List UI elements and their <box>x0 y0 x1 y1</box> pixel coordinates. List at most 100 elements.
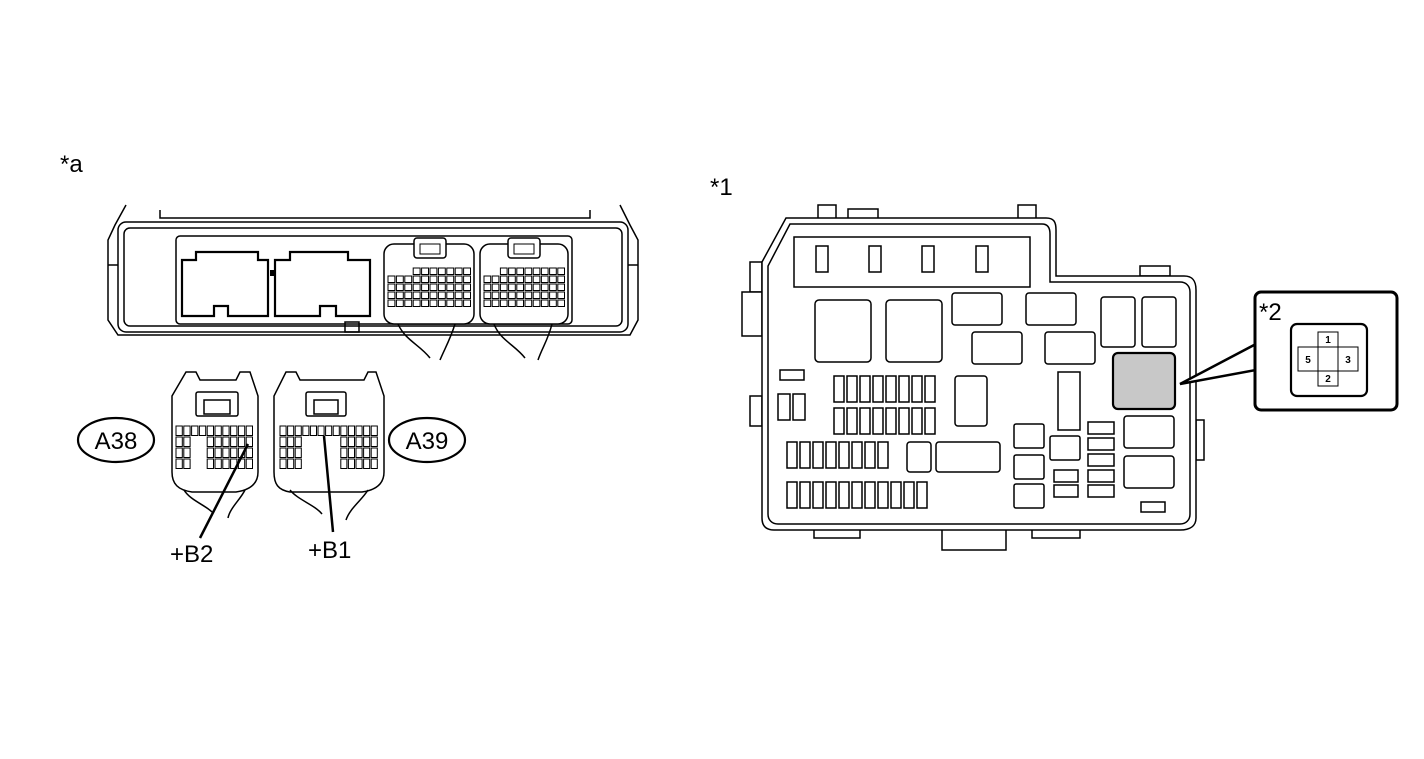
connector-pin <box>370 436 378 447</box>
fuse-slot <box>833 375 845 403</box>
fuse-slot <box>786 441 798 469</box>
connector-pin <box>287 436 295 447</box>
connector-pin <box>287 447 295 458</box>
relay-pin-3: 3 <box>1345 355 1351 366</box>
connector-pin <box>355 458 363 469</box>
connector-pin <box>463 299 472 307</box>
fuse-slot <box>859 407 871 435</box>
connector-pin <box>230 425 238 436</box>
connector-pin <box>387 291 396 299</box>
connector-pin <box>279 447 287 458</box>
connector-pin <box>524 267 533 275</box>
fuse-slot <box>859 375 871 403</box>
connector-pin <box>437 291 446 299</box>
connector-pin <box>237 425 246 436</box>
connector-pin <box>549 291 557 299</box>
connector-pin <box>245 458 253 469</box>
connector-pin <box>491 283 500 291</box>
fuse-slot <box>786 481 798 509</box>
connector-pin <box>294 436 302 447</box>
fuse-slot <box>924 375 936 403</box>
connector-pin <box>549 299 557 307</box>
fuse-slot <box>846 375 858 403</box>
connector-pin <box>222 436 230 447</box>
connector-pin <box>429 267 438 275</box>
connector-pin <box>532 267 541 275</box>
connector-pin <box>532 299 541 307</box>
connector-pin <box>198 425 207 436</box>
fuse-slot <box>916 481 928 509</box>
connector-pin <box>524 299 533 307</box>
fuse-slot <box>838 441 850 469</box>
connector-pin <box>404 283 413 291</box>
connector-pin <box>483 275 492 283</box>
connector-pin <box>508 299 516 307</box>
connector-pin <box>499 283 508 291</box>
fuse-slot <box>812 481 824 509</box>
connector-pin <box>454 291 463 299</box>
connector-pin <box>183 458 191 469</box>
terminal-b1-label: +B1 <box>308 537 351 564</box>
fuse-slot <box>838 481 850 509</box>
connector-pin <box>206 425 214 436</box>
connector-pin <box>214 458 222 469</box>
connector-pin <box>183 447 191 458</box>
connector-pin <box>412 283 421 291</box>
connector-pin <box>446 291 455 299</box>
relay-pin-detail: *2 1 5 3 2 <box>1253 290 1399 412</box>
fuse-slot <box>799 481 811 509</box>
connector-pin <box>540 283 549 291</box>
fuse-slot <box>885 375 897 403</box>
connector-pin <box>206 447 214 458</box>
connector-pin <box>549 275 557 283</box>
connector-pin <box>463 275 472 283</box>
connector-pin <box>532 283 541 291</box>
connector-pin <box>454 283 463 291</box>
connector-pin <box>370 458 378 469</box>
connector-pin <box>237 436 246 447</box>
connector-pin <box>279 458 287 469</box>
fuse-slot <box>864 441 876 469</box>
connector-pin <box>214 436 222 447</box>
connector-pin <box>395 299 404 307</box>
connector-pin <box>317 425 325 436</box>
connector-pin <box>287 458 295 469</box>
connector-pin <box>340 458 348 469</box>
connector-pin <box>340 425 348 436</box>
connector-pin <box>557 299 565 307</box>
connector-pin <box>516 283 524 291</box>
connector-pin <box>412 299 421 307</box>
connector-pin <box>340 436 348 447</box>
connector-pin <box>437 299 446 307</box>
connector-pin <box>294 458 302 469</box>
connector-pin <box>516 291 524 299</box>
junction-block <box>741 204 1205 551</box>
connector-pin <box>491 299 500 307</box>
connector-pin <box>214 447 222 458</box>
connector-pin <box>245 436 253 447</box>
connector-pin <box>395 275 404 283</box>
connector-pin <box>540 267 549 275</box>
fuse-slot <box>799 441 811 469</box>
connector-pin <box>347 458 355 469</box>
connector-pin <box>557 283 565 291</box>
connector-pin <box>463 267 472 275</box>
connector-pin <box>363 447 371 458</box>
connector-pin <box>508 275 516 283</box>
connector-pin <box>508 291 516 299</box>
connector-pin <box>245 425 253 436</box>
connector-pin <box>206 458 214 469</box>
fuse-slot <box>825 481 837 509</box>
connector-pin <box>463 291 472 299</box>
connector-pin <box>355 447 363 458</box>
connector-pin <box>540 275 549 283</box>
connector-pin <box>421 275 430 283</box>
connector-pin <box>429 299 438 307</box>
connector-pin <box>183 436 191 447</box>
connector-pin <box>347 425 355 436</box>
connector-pin <box>454 275 463 283</box>
connector-pin <box>516 267 524 275</box>
connector-pin <box>332 425 340 436</box>
connector-pin <box>340 447 348 458</box>
connector-pin <box>499 299 508 307</box>
